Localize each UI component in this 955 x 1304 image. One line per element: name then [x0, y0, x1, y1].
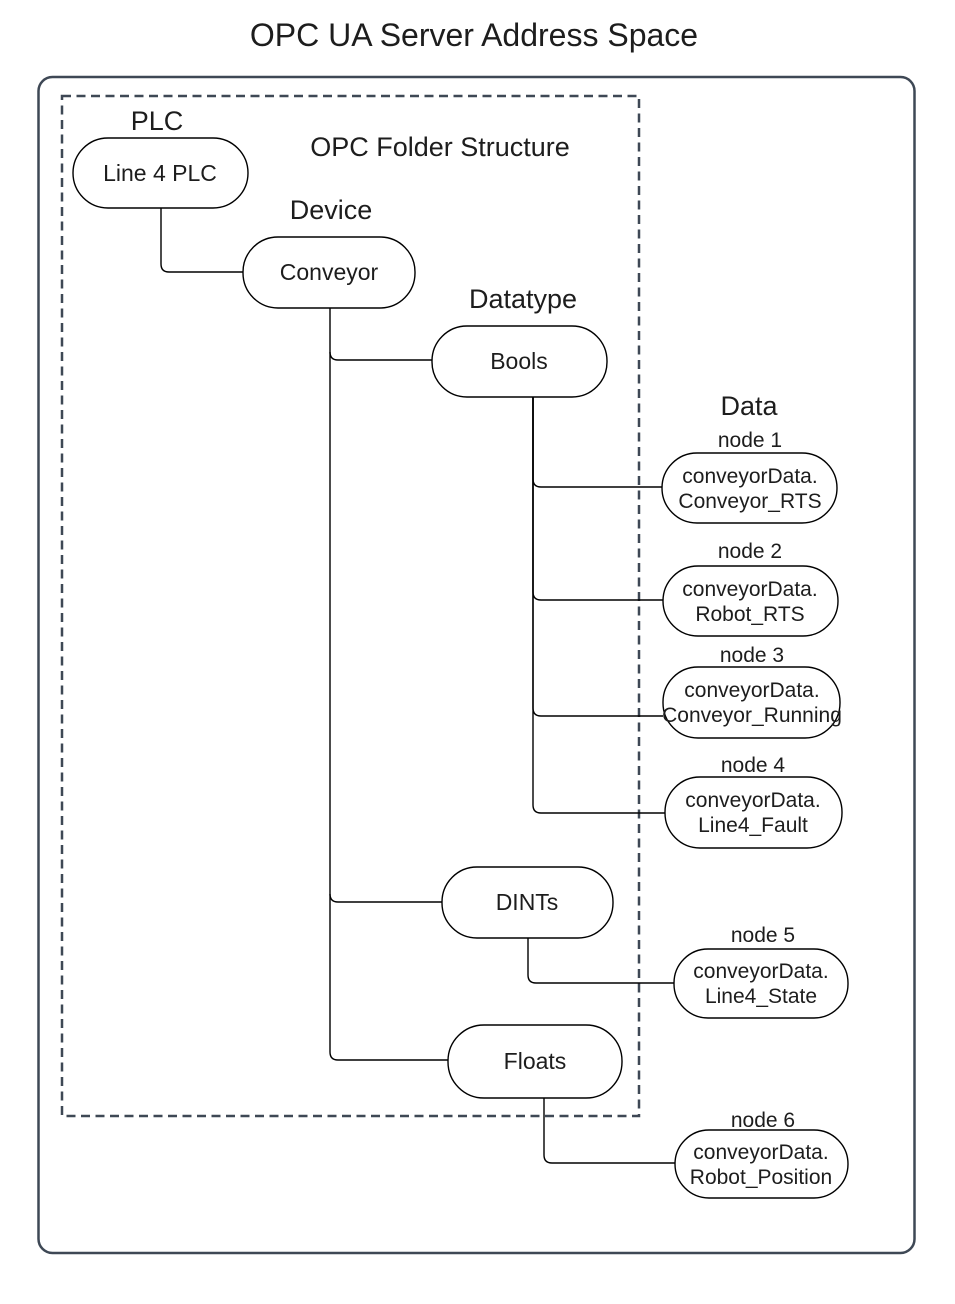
data-node-3-line2: Conveyor_Running — [662, 704, 842, 727]
device-node-shape — [242, 236, 416, 309]
data-node-4-shape — [664, 776, 843, 849]
dints-node-shape — [441, 866, 614, 939]
connector-bools-to-node2 — [532, 397, 663, 601]
device-folder-node: Conveyor — [242, 236, 416, 309]
data-node-4: node 4 conveyorData. Line4_Fault — [664, 754, 843, 849]
datatype-folder-node-bools: Bools — [431, 325, 608, 398]
data-node-5-shape — [673, 948, 849, 1019]
device-node-label: Conveyor — [280, 259, 379, 285]
datatype-folder-node-dints: DINTs — [441, 866, 614, 939]
data-node-2-line2: Robot_RTS — [695, 603, 804, 626]
data-node-1-label: node 1 — [718, 429, 782, 452]
level-label-data: Data — [720, 391, 778, 421]
plc-folder-node: Line 4 PLC — [72, 137, 249, 209]
folder-structure-annotation: OPC Folder Structure — [310, 132, 570, 162]
data-node-1-line2: Conveyor_RTS — [678, 490, 821, 513]
bools-node-shape — [431, 325, 608, 398]
floats-node-shape — [447, 1024, 623, 1099]
data-node-1: node 1 conveyorData. Conveyor_RTS — [661, 429, 838, 524]
plc-node-label: Line 4 PLC — [103, 160, 217, 186]
data-node-6-shape — [674, 1129, 849, 1199]
data-node-6-line1: conveyorData. — [693, 1141, 828, 1164]
data-node-1-shape — [661, 452, 838, 524]
connector-plc-to-conveyor — [160, 208, 243, 273]
floats-node-label: Floats — [504, 1048, 567, 1074]
data-node-3-shape — [662, 666, 841, 739]
dints-node-label: DINTs — [496, 889, 559, 915]
data-node-6-label: node 6 — [731, 1109, 795, 1132]
data-node-2-shape — [662, 565, 839, 637]
data-node-3: node 3 conveyorData. Conveyor_Running — [662, 644, 842, 739]
level-label-datatype: Datatype — [469, 284, 577, 314]
connector-bools-to-node3 — [532, 397, 663, 717]
data-node-5: node 5 conveyorData. Line4_State — [673, 924, 849, 1019]
connector-bools-to-node1 — [532, 397, 662, 488]
data-node-2-line1: conveyorData. — [682, 578, 817, 601]
tree-connectors — [160, 208, 675, 1164]
data-node-5-line2: Line4_State — [705, 985, 817, 1008]
bools-node-label: Bools — [490, 348, 548, 374]
data-node-1-line1: conveyorData. — [682, 465, 817, 488]
data-node-3-label: node 3 — [720, 644, 784, 667]
connector-floats-to-node6 — [543, 1098, 675, 1164]
data-node-2-label: node 2 — [718, 540, 782, 563]
connector-dints-to-node5 — [527, 938, 674, 984]
datatype-folder-node-floats: Floats — [447, 1024, 623, 1099]
diagram-title: OPC UA Server Address Space — [250, 17, 698, 53]
data-node-4-line2: Line4_Fault — [698, 814, 808, 837]
connector-bools-to-node4 — [532, 397, 665, 814]
data-node-5-label: node 5 — [731, 924, 795, 947]
level-label-plc: PLC — [131, 106, 184, 136]
connector-trunk-to-bools — [329, 351, 432, 361]
connector-trunk-to-dints — [329, 893, 442, 903]
plc-node-shape — [72, 137, 249, 209]
data-node-3-line1: conveyorData. — [684, 679, 819, 702]
connector-conveyor-trunk-to-floats — [329, 308, 448, 1061]
address-space-border — [37, 75, 916, 1255]
folder-structure-dashed-border — [60, 94, 641, 1118]
data-node-5-line1: conveyorData. — [693, 960, 828, 983]
level-label-device: Device — [290, 195, 373, 225]
data-node-6: node 6 conveyorData. Robot_Position — [674, 1109, 849, 1199]
data-node-2: node 2 conveyorData. Robot_RTS — [662, 540, 839, 637]
data-node-4-line1: conveyorData. — [685, 789, 820, 812]
data-node-6-line2: Robot_Position — [690, 1166, 832, 1189]
data-node-4-label: node 4 — [721, 754, 786, 777]
